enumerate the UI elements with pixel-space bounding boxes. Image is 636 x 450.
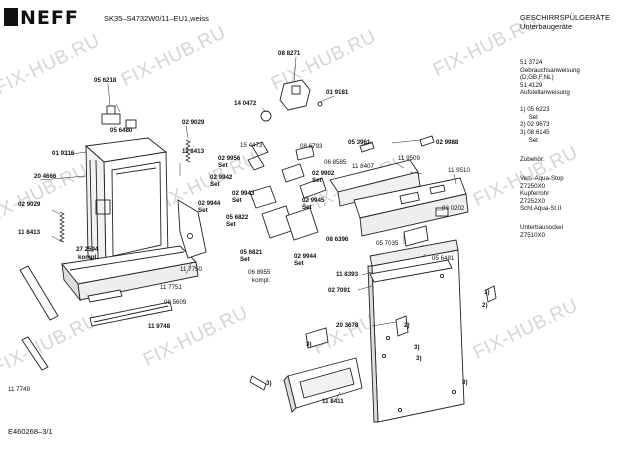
side-note-line: 1) 05 6223 xyxy=(520,106,550,113)
part-label: Set xyxy=(226,221,236,228)
hinge-part xyxy=(19,199,207,371)
part-label: 11 8413 xyxy=(18,229,41,236)
base-part xyxy=(61,245,199,327)
part-label: 15 4473 xyxy=(240,142,263,149)
part-label: 08 6396 xyxy=(326,236,349,243)
part-label: 01 9181 xyxy=(326,89,349,96)
part-label: 27 2594 xyxy=(76,246,99,253)
part-label: 14 0472 xyxy=(234,100,257,107)
part-label: 02 9902 xyxy=(312,170,335,177)
door-panel-part xyxy=(367,239,497,423)
part-label: 02 9029 xyxy=(182,119,205,126)
part-label: 06 8585 xyxy=(324,159,347,166)
part-label: 11 9748 xyxy=(148,323,171,330)
part-label: 02 9029 xyxy=(18,201,41,208)
leader-line xyxy=(39,56,457,401)
part-label: 02 7091 xyxy=(328,287,351,294)
side-note-line: 51 3724 xyxy=(520,59,543,66)
part-label: 11 8407 xyxy=(352,163,374,170)
side-note-line: 51 4129 xyxy=(520,81,543,89)
part-label: 02 9944 xyxy=(294,253,317,260)
part-label: 05 6821 xyxy=(240,249,263,256)
side-note-line: Verl.-Aqua-Stop xyxy=(520,175,564,182)
part-label: 11 8413 xyxy=(182,148,205,155)
side-note-line: Z7510X0 xyxy=(520,231,546,239)
part-label: 02 9956 xyxy=(218,155,241,162)
part-label: 02 9988 xyxy=(436,139,459,146)
part-label: kompl. xyxy=(252,277,271,284)
part-label: Set xyxy=(210,181,220,188)
part-label: 05 3961 xyxy=(348,139,371,146)
control-panel-part xyxy=(329,135,469,237)
part-label: 11 9510 xyxy=(448,167,470,174)
part-label: 05 7035 xyxy=(376,240,399,247)
side-note-line: 3) 08 6145 xyxy=(520,129,550,136)
side-note-line: Z7250X0 xyxy=(520,182,546,190)
small-part xyxy=(101,79,323,129)
part-label: 05 6480 xyxy=(110,127,133,134)
brand-logo-mark xyxy=(4,8,18,26)
footnote-marker: 3) xyxy=(462,379,468,386)
side-note-line: Schl.Aqua-St.II xyxy=(520,205,562,212)
brand-logo: NEFF xyxy=(20,7,79,29)
part-label: Set xyxy=(302,204,312,211)
spring-part xyxy=(59,139,191,243)
part-label: 08 8271 xyxy=(278,50,301,57)
part-label: Set xyxy=(240,256,250,263)
part-label: Set xyxy=(232,197,242,204)
side-note-line: (D,GB,F,NL) xyxy=(520,74,554,81)
part-label: 01 9316 xyxy=(52,150,75,157)
side-note-line: Gebrauchsanweisung xyxy=(520,66,580,74)
part-label: 20 4666 xyxy=(34,173,57,180)
part-label: Set xyxy=(198,207,208,214)
side-note-line: Unterbausockel xyxy=(520,224,563,231)
part-label: 03 0202 xyxy=(442,205,465,212)
footnote-marker: 3) xyxy=(416,355,422,362)
part-label: 11 8411 xyxy=(322,398,344,405)
part-label: Set xyxy=(312,177,322,184)
footnote-marker: 2) xyxy=(482,302,488,309)
part-label: 11 7749 xyxy=(8,386,30,393)
part-label: 05 6218 xyxy=(94,77,117,84)
part-label: 02 9943 xyxy=(232,190,255,197)
footnote-marker: 3) xyxy=(306,341,312,348)
part-label: 02 9944 xyxy=(198,200,221,207)
part-label: Set xyxy=(294,260,304,267)
footnote-marker: 3) xyxy=(266,380,272,387)
part-label: 02 9945 xyxy=(302,197,325,204)
side-note-line: Z7252X0 xyxy=(520,197,546,205)
footnote-marker: 1) xyxy=(484,289,490,296)
side-note-line: Aufstellanweisung xyxy=(520,89,570,96)
footnote-marker: 3) xyxy=(414,344,420,351)
side-note-line: 2) 02 9673 xyxy=(520,121,550,128)
kick-plate-part xyxy=(249,327,363,413)
part-label: Set xyxy=(218,162,228,169)
part-label: kompl. xyxy=(78,254,98,261)
side-note-line: Set xyxy=(520,136,538,144)
part-label: 20 3678 xyxy=(336,322,359,329)
part-label: 11 9509 xyxy=(398,155,420,162)
part-label: 11 7751 xyxy=(160,284,182,291)
side-note-line: Zubehör: xyxy=(520,156,545,163)
part-label: 05 6481 xyxy=(432,255,455,262)
drawing-code: E460268–3/1 xyxy=(8,427,53,436)
category-title: GESCHIRRSPÜLGERÄTE xyxy=(520,13,611,22)
door-frame-part xyxy=(84,137,169,274)
part-label: 08 5609 xyxy=(164,299,187,306)
category-subtitle: Unterbaugeräte xyxy=(520,22,573,31)
part-label: 11 7750 xyxy=(180,266,202,273)
part-label: 05 6822 xyxy=(226,214,249,221)
footnote-marker: 2) xyxy=(404,322,410,329)
control-part xyxy=(247,141,327,241)
part-label: 06 8955 xyxy=(248,269,271,276)
part-label: 08 6793 xyxy=(300,143,323,150)
side-note-line: Kupferrohr xyxy=(520,190,550,197)
part-label: 02 9942 xyxy=(210,174,233,181)
model-title: SK35–S4732W0/11–EU1,weiss xyxy=(104,14,209,23)
part-label: 11 8393 xyxy=(336,271,359,278)
side-note-line: Set xyxy=(520,113,538,121)
